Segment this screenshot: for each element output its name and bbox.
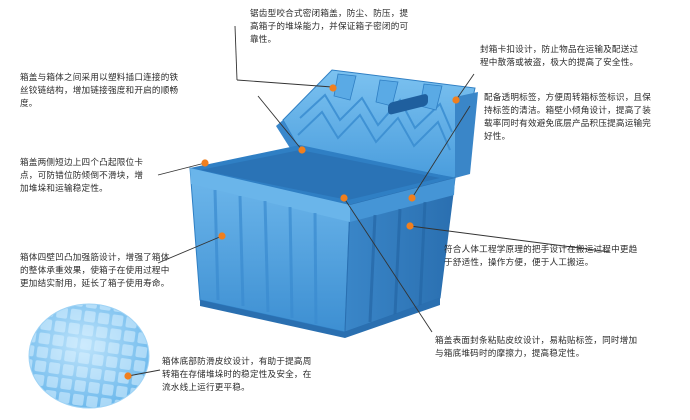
annotation-lock-clip: 封箱卡扣设计，防止物品在运输及配送过 程中散落或被盗，极大的提高了安全性。 xyxy=(480,45,639,68)
annotation-lid-seal: 锯齿型咬合式密闭箱盖，防尘、防压，提 高箱子的堆垛能力，并保证箱子密闭的可 靠性… xyxy=(250,9,409,45)
box-body xyxy=(189,94,456,338)
leader-lines xyxy=(127,25,611,377)
markers xyxy=(124,84,460,380)
annotation-lid-surface: 箱盖表面封条粘贴皮纹设计，易粘贴标签，同时增加 与箱底堆码时的摩擦力，提高稳定性… xyxy=(435,336,638,359)
annotation-hinge: 箱盖与箱体之间采用以塑料插口连接的铁 丝铰链结构，增加链接强度和开启的顺畅 度。 xyxy=(20,73,179,109)
annotation-label-holder: 配备透明标签，方便周转箱标签标识，且保 持标签的清洁。箱壁小倾角设计，提高了装 … xyxy=(484,93,652,142)
annotation-ribs: 箱体四壁凹凸加强筋设计，增强了箱体 的整体承重效果，使箱子在使用过程中 更加结实… xyxy=(20,253,170,289)
anti-slip-texture xyxy=(28,303,150,409)
annotation-handle: 符合人体工程学原理的把手设计在搬运过程中更趋 于舒适性，操作方便，便于人工搬运。 xyxy=(444,245,638,268)
annotation-bottom-texture: 箱体底部防滑皮纹设计，有助于提高周 转箱在存储堆垛时的稳定性及安全，在 流水线上… xyxy=(162,357,312,393)
annotation-stack-pins: 箱盖两侧短边上四个凸起限位卡 点，可防错位防倾倒不滑块，增 加堆垛和运输稳定性。 xyxy=(20,158,144,194)
